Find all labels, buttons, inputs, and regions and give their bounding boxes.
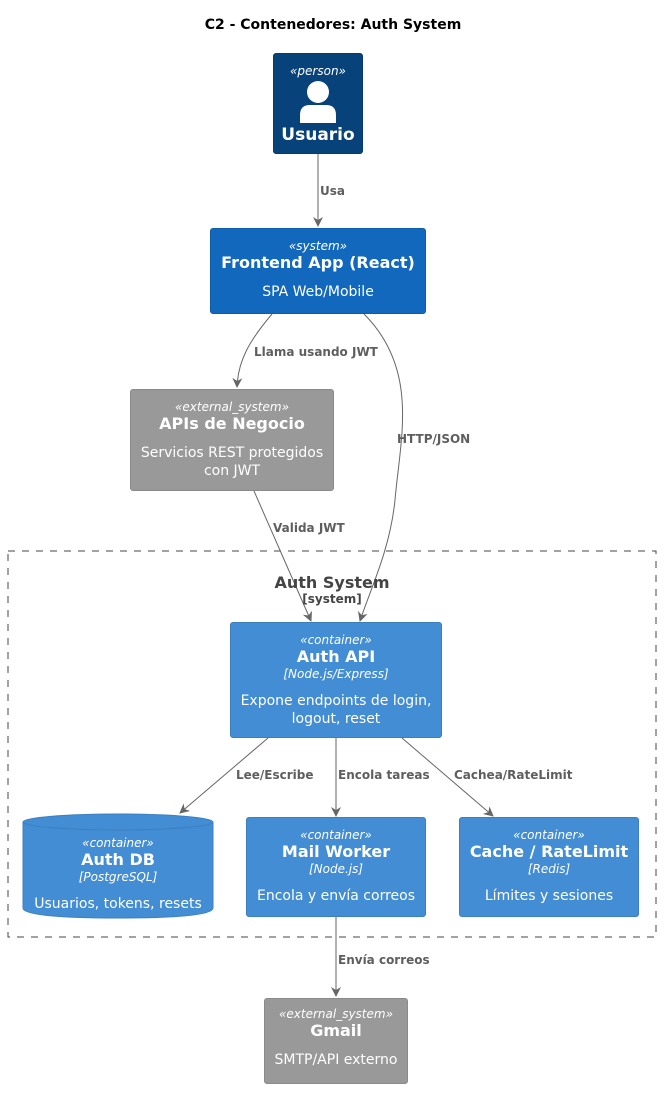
node-gmail[interactable]: «external_system» Gmail SMTP/API externo	[264, 998, 408, 1084]
edge-label-valida: Valida JWT	[273, 521, 345, 535]
frontend-stereotype: «system»	[288, 239, 348, 253]
person-icon	[300, 81, 336, 123]
edge-label-usa: Usa	[320, 184, 345, 198]
usuario-stereotype: «person»	[290, 64, 346, 78]
authapi-desc: Expone endpoints de login, logout, reset	[240, 693, 432, 727]
authapi-name: Auth API	[296, 647, 376, 666]
edge-http-json	[358, 313, 404, 622]
gmail-stereotype: «external_system»	[279, 1007, 393, 1021]
usuario-name: Usuario	[281, 125, 355, 145]
authdb-stereotype: «container»	[82, 836, 154, 850]
node-mail-worker[interactable]: «container» Mail Worker [Node.js] Encola…	[246, 817, 426, 917]
apis-name: APIs de Negocio	[159, 414, 305, 433]
edge-label-encola: Encola tareas	[338, 768, 430, 782]
auth-system-boundary	[7, 550, 657, 938]
apis-desc: Servicios REST protegidos con JWT	[140, 445, 324, 479]
mailworker-name: Mail Worker	[281, 842, 391, 861]
auth-db-cylinder	[22, 813, 214, 919]
node-auth-api[interactable]: «container» Auth API [Node.js/Express] E…	[230, 622, 442, 738]
mailworker-tech: [Node.js]	[308, 862, 364, 876]
frontend-desc: SPA Web/Mobile	[262, 284, 374, 300]
apis-stereotype: «external_system»	[175, 400, 289, 414]
edge-label-http: HTTP/JSON	[397, 432, 471, 446]
cache-name: Cache / RateLimit	[469, 842, 629, 861]
authdb-name: Auth DB	[81, 850, 155, 869]
boundary-type: [system]	[302, 592, 362, 606]
edge-label-cachea: Cachea/RateLimit	[454, 768, 573, 782]
cache-desc: Límites y sesiones	[484, 888, 614, 904]
node-apis-de-negocio[interactable]: «external_system» APIs de Negocio Servic…	[130, 389, 334, 491]
cache-stereotype: «container»	[513, 828, 585, 842]
boundary-title: Auth System [system]	[8, 573, 656, 606]
authapi-stereotype: «container»	[300, 633, 372, 647]
edge-label-llama: Llama usando JWT	[254, 345, 378, 359]
authdb-desc: Usuarios, tokens, resets	[34, 896, 202, 912]
edge-valida-jwt	[253, 490, 312, 622]
edge-label-envia: Envía correos	[338, 953, 430, 967]
mailworker-stereotype: «container»	[300, 828, 372, 842]
edge-llama-usando-jwt	[232, 313, 273, 388]
gmail-name: Gmail	[310, 1021, 362, 1040]
node-cache-ratelimit[interactable]: «container» Cache / RateLimit [Redis] Lí…	[459, 817, 639, 917]
gmail-desc: SMTP/API externo	[274, 1052, 398, 1068]
edge-label-lee: Lee/Escribe	[236, 768, 314, 782]
cache-tech: [Redis]	[527, 862, 571, 876]
edge-lee-escribe	[179, 737, 269, 814]
frontend-name: Frontend App (React)	[221, 253, 415, 272]
authdb-tech: [PostgreSQL]	[78, 870, 158, 884]
authapi-tech: [Node.js/Express]	[283, 667, 389, 681]
node-auth-db[interactable]: «container» Auth DB [PostgreSQL] Usuario…	[23, 830, 213, 916]
boundary-name: Auth System	[274, 573, 390, 592]
node-usuario[interactable]: «person» Usuario	[273, 53, 363, 154]
mailworker-desc: Encola y envía correos	[256, 888, 416, 904]
node-frontend-app[interactable]: «system» Frontend App (React) SPA Web/Mo…	[210, 228, 426, 314]
edge-cachea-ratelimit	[401, 737, 494, 817]
diagram-title: C2 - Contenedores: Auth System	[204, 17, 462, 33]
